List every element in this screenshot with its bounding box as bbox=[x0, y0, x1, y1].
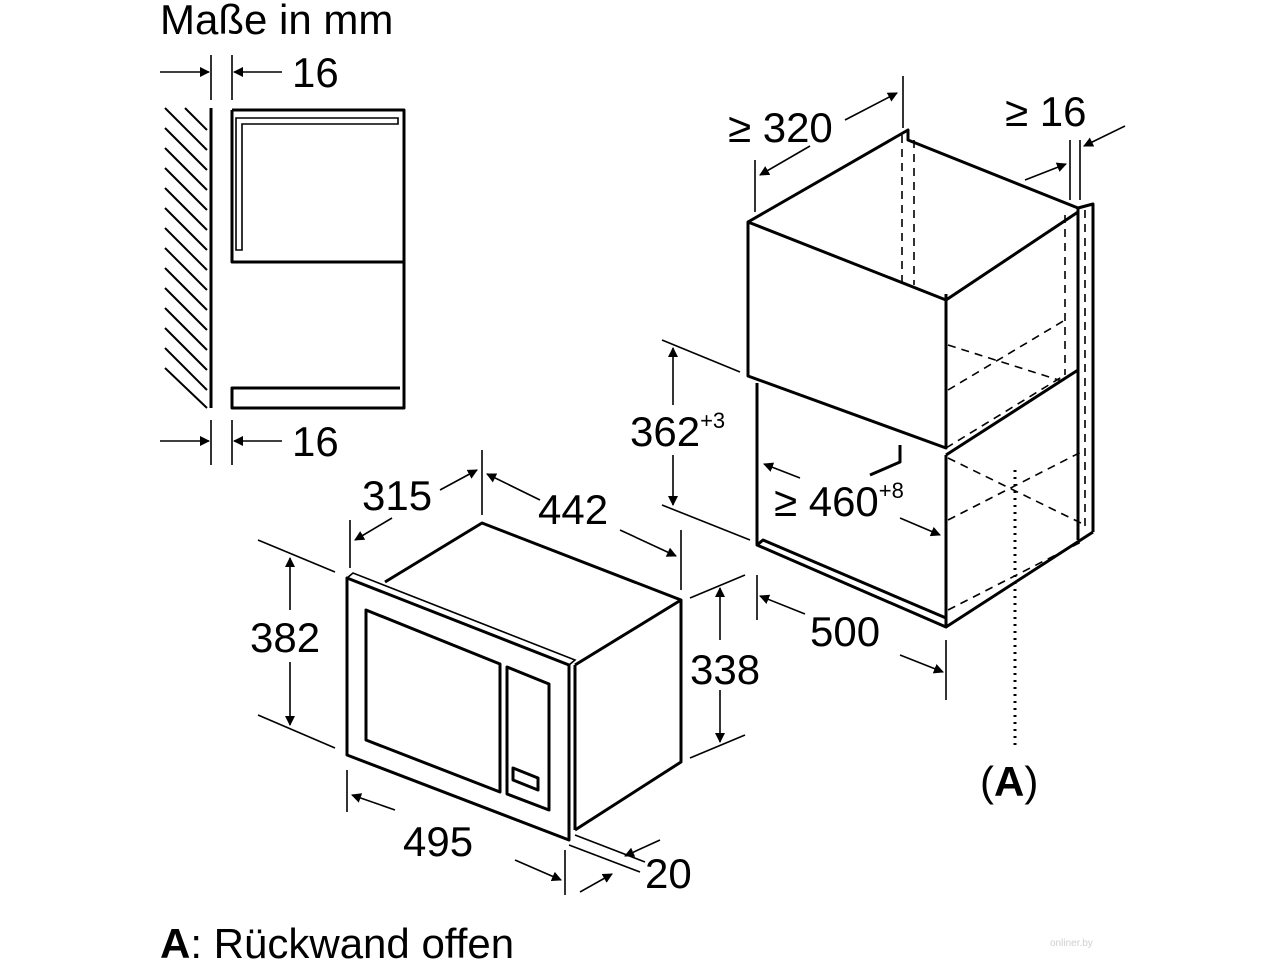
bottom-right-edge bbox=[945, 530, 1094, 629]
door-window bbox=[364, 608, 502, 794]
footnote: A: Rückwand offen bbox=[160, 920, 514, 960]
dim-arrow bbox=[514, 859, 562, 881]
side-bottom-gap-label: 16 bbox=[292, 418, 339, 465]
inner-bracket bbox=[869, 445, 902, 477]
body-height-label: 338 bbox=[690, 646, 760, 693]
upper-compartment bbox=[230, 110, 404, 264]
lower-opening bbox=[755, 383, 948, 629]
niche-height-label: 362+3 bbox=[630, 408, 725, 455]
front-height-label: 382 bbox=[250, 614, 320, 661]
control-panel bbox=[505, 665, 551, 812]
diagram-title: Maße in mm bbox=[160, 0, 393, 43]
side-view: 16 16 bbox=[160, 49, 406, 465]
dim-arrow bbox=[624, 839, 661, 857]
cabinet-outline bbox=[230, 108, 406, 410]
side-panel-label: ≥ 16 bbox=[1005, 88, 1086, 135]
ext-line bbox=[257, 539, 336, 573]
niche-width-tolerance: +8 bbox=[879, 478, 904, 503]
marker-letter: A bbox=[994, 758, 1024, 805]
lower-shelf-edge bbox=[756, 538, 947, 620]
appliance: 315 442 382 338 495 20 bbox=[250, 450, 760, 897]
ext-line bbox=[661, 504, 751, 541]
dim-arrow bbox=[619, 529, 677, 557]
ext-line bbox=[574, 834, 646, 863]
front-depth-label: 20 bbox=[645, 850, 692, 897]
watermark: onliner.by bbox=[1050, 938, 1093, 949]
appliance-width-label: 442 bbox=[538, 486, 608, 533]
dim-arrow bbox=[1024, 162, 1067, 181]
appliance-depth-label: 315 bbox=[362, 472, 432, 519]
dim-arrow bbox=[763, 462, 801, 479]
rear-open-marker: (A) bbox=[980, 758, 1038, 805]
niche-cabinet: ≥ 320 ≥ 16 362+3 ≥ 460+8 500 (A) bbox=[630, 76, 1126, 805]
dim-arrow bbox=[899, 654, 944, 674]
ext-line bbox=[568, 844, 641, 873]
mid-right-edge bbox=[945, 368, 1079, 457]
dim-arrow bbox=[899, 517, 941, 537]
dim-arrow bbox=[354, 517, 393, 541]
wall-hatching bbox=[164, 107, 208, 409]
niche-width-value: ≥ 460 bbox=[774, 478, 879, 525]
upper-box-top bbox=[747, 128, 1095, 532]
shelf-depth-label: 500 bbox=[810, 608, 880, 655]
niche-height-value: 362 bbox=[630, 408, 700, 455]
dim-arrow bbox=[1083, 125, 1126, 147]
ext-line bbox=[257, 714, 336, 749]
inner-shelf bbox=[235, 117, 399, 251]
niche-height-tolerance: +3 bbox=[700, 408, 725, 433]
hidden-edge bbox=[947, 319, 1066, 391]
dim-arrow bbox=[439, 469, 478, 491]
front-width-label: 495 bbox=[403, 818, 473, 865]
ext-line bbox=[689, 574, 746, 599]
front-frame bbox=[345, 576, 571, 842]
footnote-text: : Rückwand offen bbox=[190, 920, 514, 960]
dim-arrow bbox=[844, 92, 898, 121]
dim-arrow bbox=[351, 793, 396, 811]
body-top-front-edge bbox=[574, 598, 682, 667]
ext-line bbox=[689, 734, 746, 759]
footnote-key: A bbox=[160, 920, 190, 960]
dim-arrow bbox=[579, 873, 613, 893]
ext-line bbox=[661, 339, 741, 373]
dim-arrow bbox=[486, 473, 541, 501]
display-icon bbox=[511, 766, 540, 792]
niche-depth-label: ≥ 320 bbox=[728, 104, 833, 151]
hidden-edge bbox=[945, 374, 1066, 449]
frame-top-edge bbox=[346, 572, 577, 666]
dim-arrow bbox=[759, 594, 806, 615]
hidden-edge bbox=[947, 344, 1066, 383]
niche-width-label: ≥ 460+8 bbox=[774, 478, 904, 525]
upper-box-front bbox=[746, 220, 948, 450]
top-right-edge bbox=[945, 210, 1079, 302]
side-top-gap-label: 16 bbox=[292, 49, 339, 96]
dim-arrow bbox=[759, 145, 811, 176]
